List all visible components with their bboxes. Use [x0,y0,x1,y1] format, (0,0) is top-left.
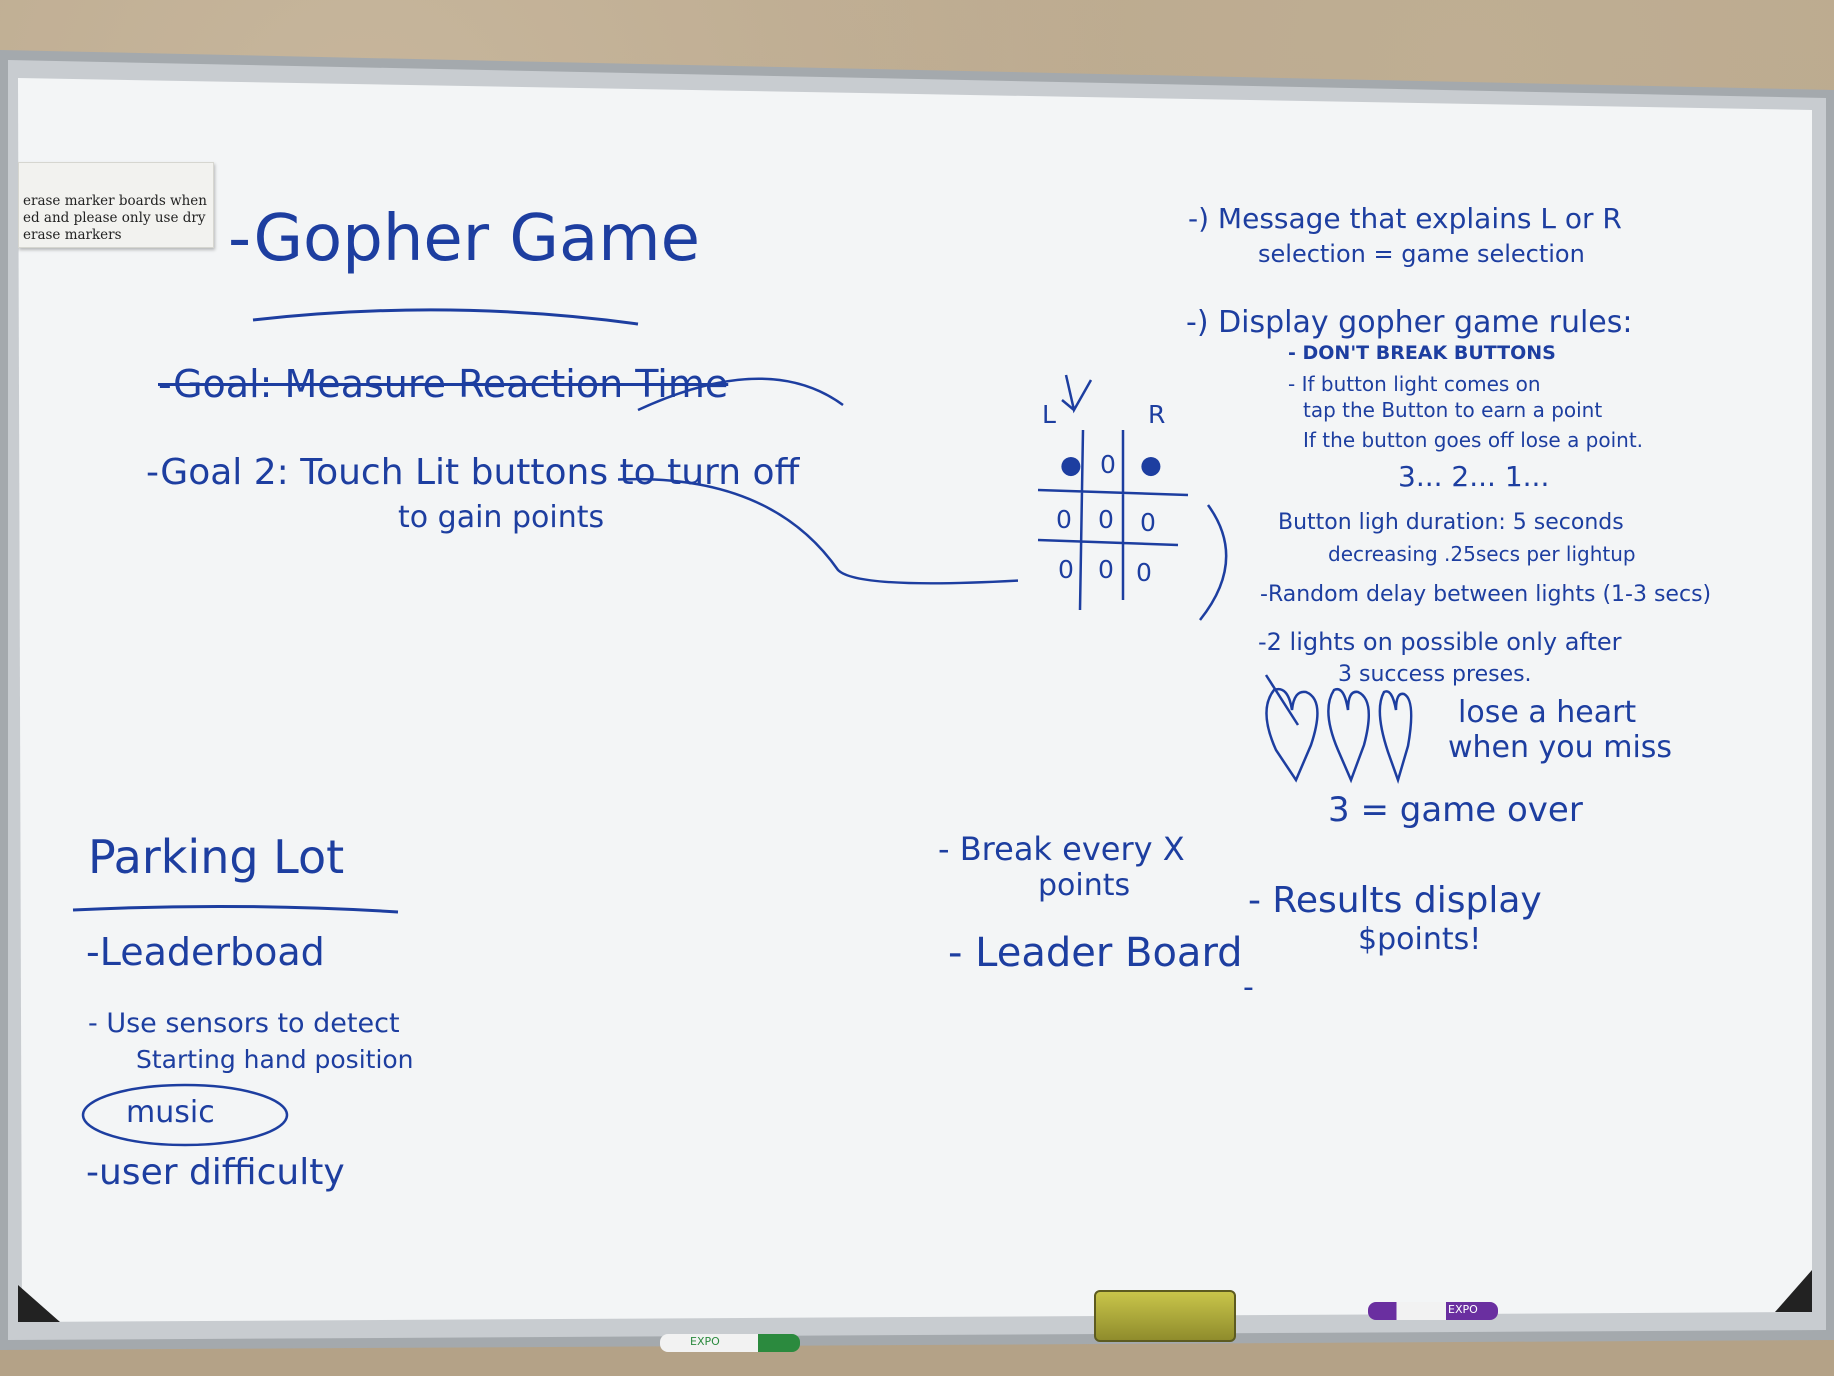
title-gopher-game: -Gopher Game [228,202,700,276]
parking-item-leaderboard: -Leaderboad [86,930,325,974]
parking-item-hand-position: Starting hand position [136,1045,414,1074]
title-underline [252,308,639,326]
grid-cell-8: 0 [1098,555,1114,584]
grid-cell-7: 0 [1058,555,1074,584]
grid-cell-3: ● [1140,450,1162,479]
results-line-1: - Results display [1248,880,1542,921]
connector-curve [618,377,1018,585]
middle-leader-board: - Leader Board [948,930,1243,976]
timing-line-4: -2 lights on possible only after [1258,628,1622,656]
timing-line-1: Button ligh duration: 5 seconds [1278,510,1624,535]
rule-2: - If button light comes on [1288,372,1541,396]
goal-2-line-1: -Goal 2: Touch Lit buttons to turn off [146,452,800,493]
music-circle [81,1083,289,1147]
trailing-dash: - [1243,970,1254,1005]
game-over-text: 3 = game over [1328,790,1583,830]
message-line-2: selection = game selection [1258,240,1585,268]
whiteboard-frame [0,50,1834,1350]
board-content: erase marker boards when ed and please o… [18,90,1808,1320]
display-rules-line: -) Display gopher game rules: [1186,305,1633,340]
rule-countdown: 3... 2... 1... [1398,460,1550,493]
whiteboard: erase marker boards when ed and please o… [0,50,1834,1350]
hearts-text-1: lose a heart [1458,695,1637,730]
parking-item-music: music [126,1095,215,1130]
timing-line-3: -Random delay between lights (1-3 secs) [1260,582,1712,607]
timing-line-5: 3 success preses. [1338,662,1532,687]
hearts-drawing [1264,674,1413,785]
grid-lines [1037,430,1189,611]
rule-3: tap the Button to earn a point [1303,398,1603,422]
parking-lot-title: Parking Lot [88,830,345,884]
grid-cell-5: 0 [1098,505,1114,534]
notice-card: erase marker boards when ed and please o… [18,162,214,248]
rule-4: If the button goes off lose a point. [1303,428,1644,452]
parking-item-user-difficulty: -user difficulty [86,1152,345,1193]
parking-item-sensors: - Use sensors to detect [88,1008,400,1039]
parking-lot-underline [72,904,399,914]
notice-line-2: ed and please only use dry [23,210,206,226]
green-marker-label: EXPO [690,1335,720,1348]
grid-label-r: R [1148,400,1166,429]
grid-cell-2: 0 [1100,450,1116,479]
message-line-1: -) Message that explains L or R [1188,202,1622,235]
notice-line-1: erase marker boards when [23,193,207,209]
button-grid: L R ● 0 ● 0 0 0 0 0 0 [1028,370,1208,620]
rule-1: - DON'T BREAK BUTTONS [1288,342,1556,364]
timing-bracket [1199,504,1228,621]
purple-marker: EXPO [1368,1302,1498,1320]
break-line-2: points [1038,868,1131,903]
grid-label-l: L [1042,400,1056,429]
purple-marker-label: EXPO [1448,1303,1478,1316]
results-line-2: $points! [1358,922,1482,957]
grid-cell-9: 0 [1136,558,1152,587]
down-arrow-icon [1061,374,1093,414]
goal-2-line-2: to gain points [398,500,605,535]
notice-line-3: erase markers [23,227,122,243]
green-marker: EXPO [660,1334,800,1352]
goal-1-crossed: -Goal: Measure Reaction Time [158,362,729,406]
grid-cell-1: ● [1060,450,1082,479]
timing-line-2: decreasing .25secs per lightup [1328,542,1636,566]
grid-cell-4: 0 [1056,505,1072,534]
board-eraser [1094,1290,1236,1342]
grid-cell-6: 0 [1140,508,1156,537]
break-line-1: - Break every X [938,830,1185,868]
hearts-text-2: when you miss [1448,730,1673,765]
